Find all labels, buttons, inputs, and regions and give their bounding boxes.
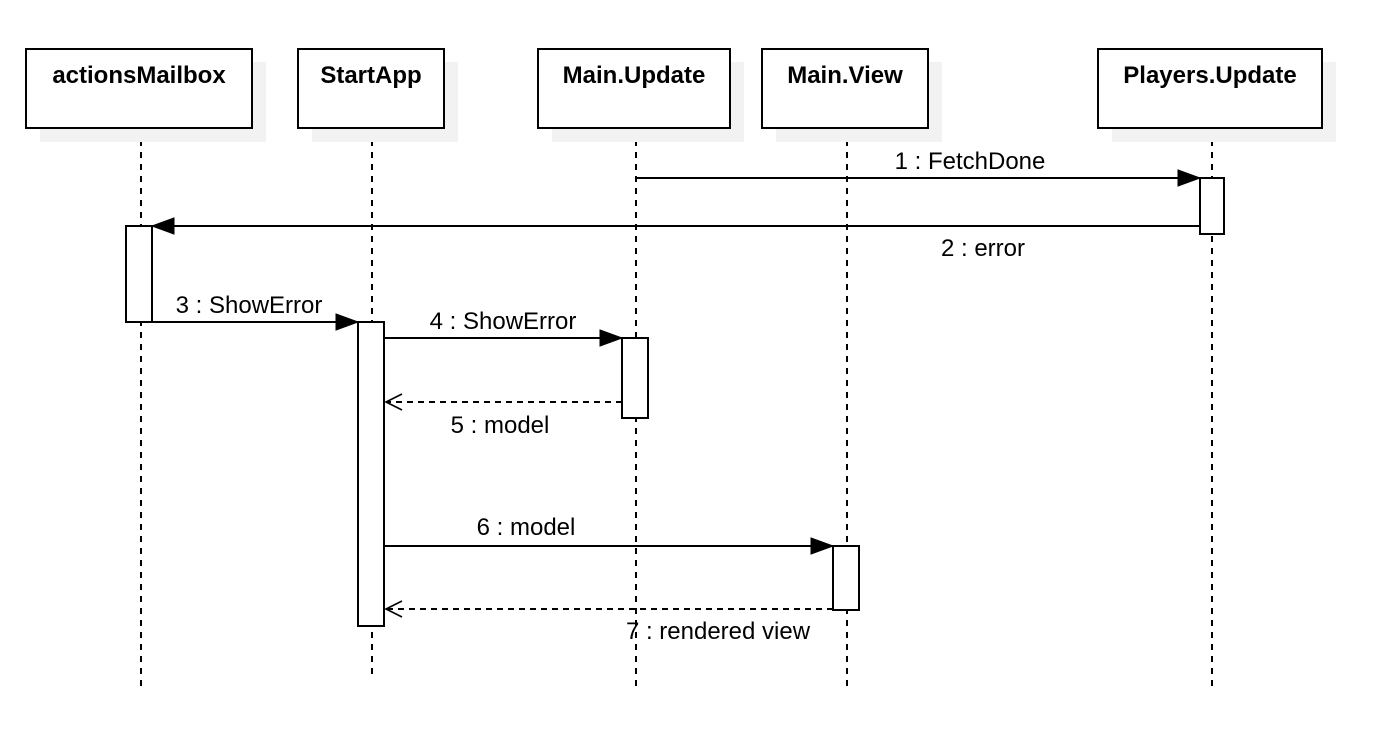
message-label: 3 : ShowError: [176, 292, 323, 319]
message-label: 5 : model: [451, 412, 550, 439]
activation-players-update: [1199, 177, 1225, 235]
message-label: 2 : error: [941, 235, 1025, 262]
participant-startapp: StartApp: [297, 48, 458, 142]
arrow-head-icon: [150, 217, 175, 235]
activation-actionsMailbox: [125, 225, 153, 323]
message-7: 7 : rendered view: [384, 600, 833, 645]
message-label: 7 : rendered view: [626, 618, 811, 645]
message-label: 4 : ShowError: [430, 308, 577, 335]
arrow-head-icon: [810, 537, 835, 555]
arrow-open-icon: [384, 393, 403, 411]
message-label: 6 : model: [477, 514, 576, 541]
arrow-head-icon: [599, 329, 624, 347]
participant-label: Main.Update: [563, 62, 706, 89]
participant-label: StartApp: [320, 62, 421, 89]
message-4: 4 : ShowError: [384, 308, 624, 347]
participant-players-update: Players.Update: [1097, 48, 1336, 142]
message-1: 1 : FetchDone: [636, 148, 1202, 187]
participant-label: actionsMailbox: [52, 62, 226, 89]
arrow-open-icon: [384, 600, 403, 618]
participant-label: Players.Update: [1123, 62, 1296, 89]
activation-startapp: [357, 321, 385, 627]
arrow-head-icon: [1177, 169, 1202, 187]
arrow-head-icon: [335, 313, 360, 331]
message-label: 1 : FetchDone: [895, 148, 1046, 175]
activation-main-view: [832, 545, 860, 611]
activation-main-update: [621, 337, 649, 419]
participant-actionsMailbox: actionsMailbox: [25, 48, 266, 142]
message-5: 5 : model: [384, 393, 622, 439]
participant-main-update: Main.Update: [537, 48, 744, 142]
message-6: 6 : model: [384, 514, 835, 555]
participant-label: Main.View: [787, 62, 903, 89]
participant-main-view: Main.View: [761, 48, 942, 142]
message-2: 2 : error: [150, 217, 1200, 262]
message-3: 3 : ShowError: [152, 292, 360, 331]
